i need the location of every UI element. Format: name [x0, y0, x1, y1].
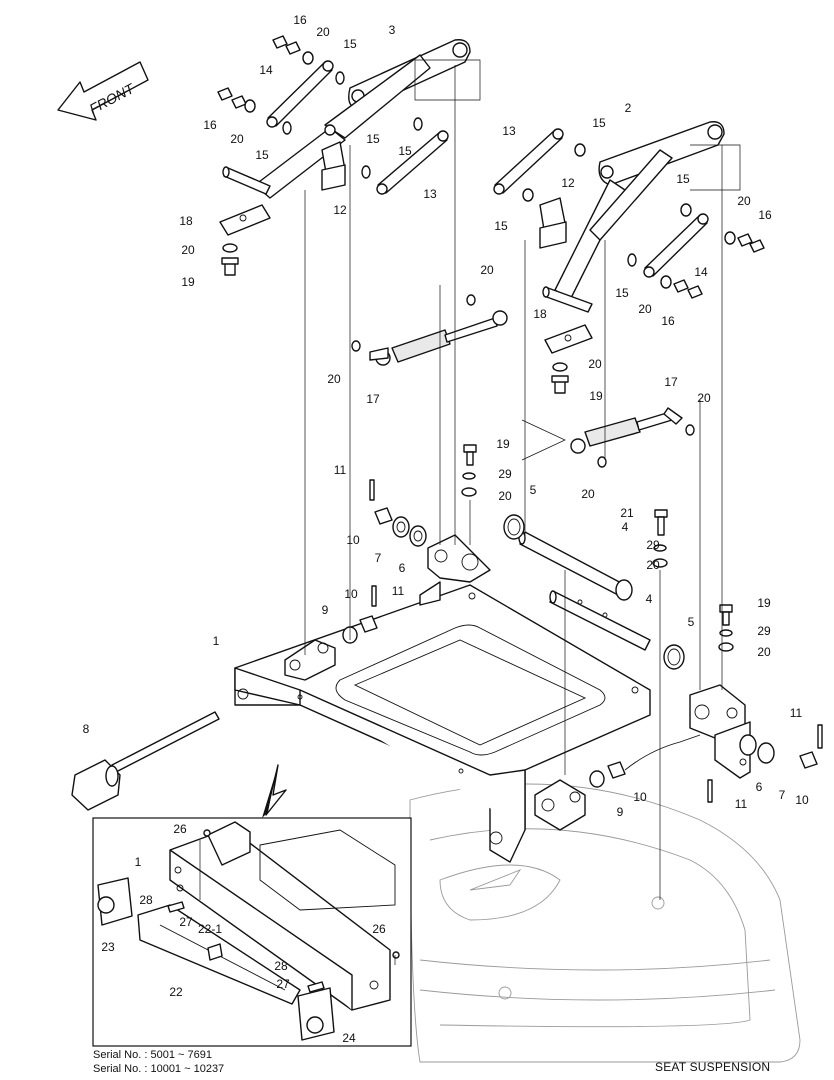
base-frame	[234, 584, 651, 863]
callout-17: 17	[366, 392, 380, 406]
callout-15: 15	[592, 116, 606, 130]
callout-15: 15	[255, 148, 269, 162]
callout-20: 20	[646, 558, 660, 572]
callout-20: 20	[638, 302, 652, 316]
callout-2: 2	[625, 101, 632, 115]
callout-20: 20	[316, 25, 330, 39]
callout-1: 1	[213, 634, 220, 648]
callout-16: 16	[293, 13, 307, 27]
callout-14: 14	[259, 63, 273, 77]
callout-10: 10	[633, 790, 647, 804]
callout-9: 9	[322, 603, 329, 617]
callout-19: 19	[496, 437, 510, 451]
callout-5: 5	[530, 483, 537, 497]
frame-brackets	[284, 534, 751, 831]
adjustment-knob-8	[71, 711, 220, 811]
callout-4: 4	[622, 520, 629, 534]
callout-24: 24	[342, 1031, 356, 1045]
callout-20: 20	[230, 132, 244, 146]
front-arrow: FRONT	[57, 61, 149, 121]
diagram-title: SEAT SUSPENSION	[655, 1060, 771, 1074]
callout-27: 27	[179, 915, 193, 929]
serial-range-2: Serial No. : 10001 ~ 10237	[93, 1063, 225, 1075]
callout-13: 13	[423, 187, 437, 201]
callout-22: 22	[169, 985, 183, 999]
callout-1: 1	[135, 855, 142, 869]
view-arrow	[262, 764, 287, 818]
callout-21: 21	[620, 506, 634, 520]
callout-29: 29	[498, 467, 512, 481]
callout-18: 18	[179, 214, 193, 228]
callout-15: 15	[398, 144, 412, 158]
callout-15: 15	[343, 37, 357, 51]
callout-15: 15	[676, 172, 690, 186]
callout-13: 13	[502, 124, 516, 138]
callout-7: 7	[779, 788, 786, 802]
callout-20: 20	[181, 243, 195, 257]
callout-29: 29	[757, 624, 771, 638]
seat-shell-outline	[409, 783, 801, 1063]
callout-4: 4	[646, 592, 653, 606]
callout-26: 26	[372, 922, 386, 936]
callout-19: 19	[181, 275, 195, 289]
callout-10: 10	[346, 533, 360, 547]
callout-28: 28	[274, 959, 288, 973]
callout-16: 16	[203, 118, 217, 132]
callout-15: 15	[366, 132, 380, 146]
callout-20: 20	[737, 194, 751, 208]
upper-link-2	[554, 121, 725, 301]
hardware	[217, 35, 823, 803]
callout-11: 11	[790, 706, 803, 720]
pins	[222, 166, 593, 313]
callout-22-1: 22-1	[198, 922, 222, 936]
callout-20: 20	[581, 487, 595, 501]
callout-8: 8	[83, 722, 90, 736]
inset-detail	[92, 817, 412, 1047]
callout-29: 29	[646, 538, 660, 552]
callout-18: 18	[533, 307, 547, 321]
callout-12: 12	[333, 203, 347, 217]
callout-15: 15	[615, 286, 629, 300]
callout-10: 10	[795, 793, 809, 807]
callout-6: 6	[399, 561, 406, 575]
callout-3: 3	[389, 23, 396, 37]
callout-17: 17	[664, 375, 678, 389]
callout-20: 20	[480, 263, 494, 277]
brackets-12-18	[219, 141, 593, 354]
callout-19: 19	[757, 596, 771, 610]
callout-12: 12	[561, 176, 575, 190]
callout-6: 6	[756, 780, 763, 794]
callout-19: 19	[589, 389, 603, 403]
callout-16: 16	[758, 208, 772, 222]
callout-9: 9	[617, 805, 624, 819]
callout-10: 10	[344, 587, 358, 601]
callout-20: 20	[327, 372, 341, 386]
callout-16: 16	[661, 314, 675, 328]
callout-11: 11	[392, 584, 405, 598]
callout-23: 23	[101, 940, 115, 954]
gas-springs	[369, 310, 683, 454]
callout-7: 7	[375, 551, 382, 565]
callout-26: 26	[173, 822, 187, 836]
upper-link-3	[254, 39, 471, 199]
callout-20: 20	[588, 357, 602, 371]
callout-20: 20	[697, 391, 711, 405]
callout-11: 11	[735, 797, 748, 811]
callout-5: 5	[688, 615, 695, 629]
callout-20: 20	[757, 645, 771, 659]
callout-15: 15	[494, 219, 508, 233]
callout-28: 28	[139, 893, 153, 907]
link-rods	[266, 60, 709, 278]
callout-14: 14	[694, 265, 708, 279]
serial-range-1: Serial No. : 5001 ~ 7691	[93, 1049, 212, 1061]
callout-20: 20	[498, 489, 512, 503]
callout-27: 27	[276, 977, 290, 991]
callout-11: 11	[334, 463, 347, 477]
assembly-lines	[304, 59, 741, 900]
